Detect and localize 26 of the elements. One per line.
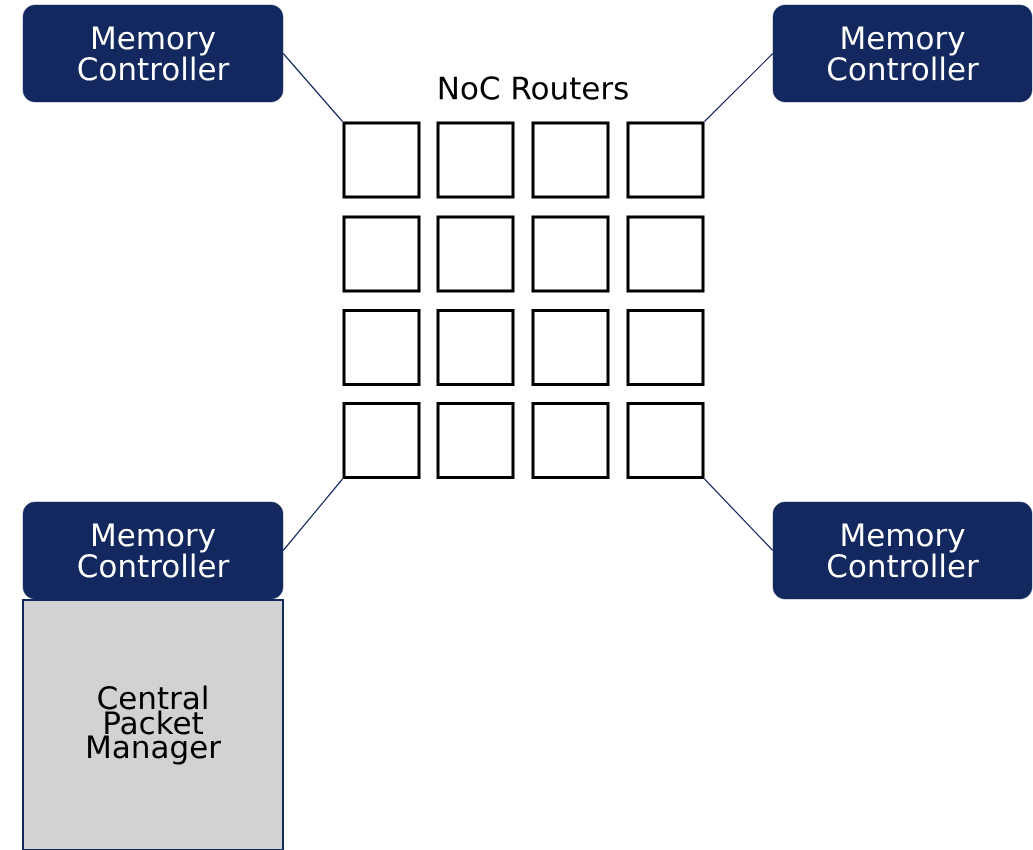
memory-controller-box: Memory Controller xyxy=(772,501,1033,600)
router-box xyxy=(531,215,610,293)
memory-controller-box: Memory Controller xyxy=(22,501,284,600)
router-box xyxy=(436,215,515,293)
router-box xyxy=(436,402,515,479)
router-box xyxy=(436,309,515,386)
packet-manager-box: Central Packet Manager xyxy=(22,599,284,850)
connector-line xyxy=(282,52,344,123)
router-box xyxy=(626,121,705,199)
grid-label: NoC Routers xyxy=(439,76,628,100)
memory-controller-box: Memory Controller xyxy=(22,4,284,103)
router-box xyxy=(342,309,421,386)
memory-controller-box: Memory Controller xyxy=(772,4,1033,103)
router-box xyxy=(342,402,421,479)
router-box xyxy=(626,309,705,386)
connector-line xyxy=(282,478,344,552)
router-box xyxy=(531,402,610,479)
router-box xyxy=(342,121,421,199)
connector-line xyxy=(703,478,774,552)
router-box xyxy=(626,215,705,293)
router-box xyxy=(626,402,705,479)
router-box xyxy=(531,309,610,386)
connector-line xyxy=(703,52,774,123)
router-box xyxy=(342,215,421,293)
router-box xyxy=(436,121,515,199)
router-box xyxy=(531,121,610,199)
